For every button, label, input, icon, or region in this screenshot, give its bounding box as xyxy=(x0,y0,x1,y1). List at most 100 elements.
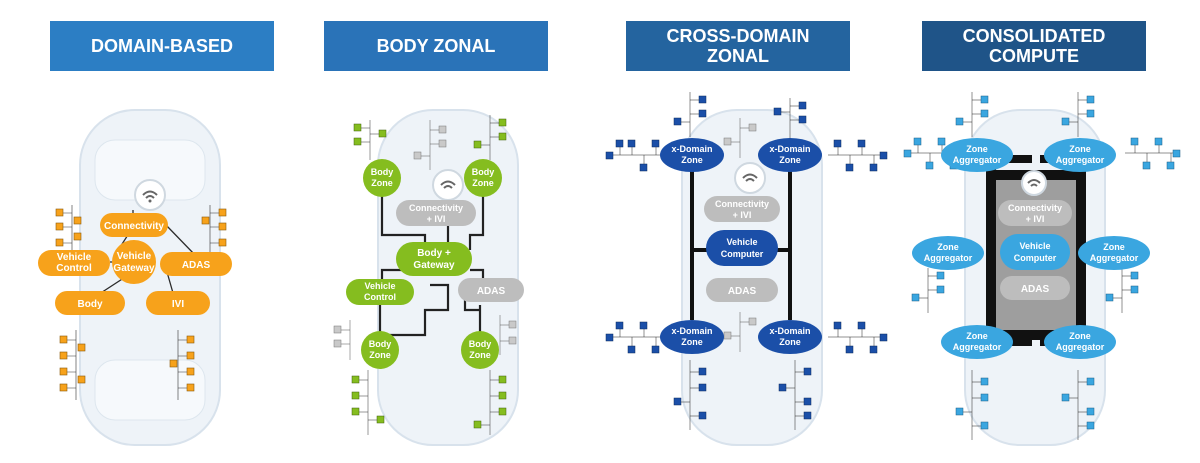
svg-text:Vehicle: Vehicle xyxy=(1019,241,1050,251)
wifi-icon xyxy=(1021,170,1047,196)
node-xdomain-zone-rr: x-Domain Zone xyxy=(758,320,822,354)
svg-text:+ IVI: + IVI xyxy=(427,214,446,224)
svg-text:Computer: Computer xyxy=(1014,253,1057,263)
svg-text:x-Domain: x-Domain xyxy=(769,144,810,154)
node-vehicle-computer: Vehicle Computer xyxy=(706,230,778,266)
node-vehicle-control: Vehicle Control xyxy=(38,250,110,276)
svg-text:Zone: Zone xyxy=(469,350,491,360)
svg-text:Body: Body xyxy=(469,339,492,349)
svg-text:ADAS: ADAS xyxy=(728,286,757,297)
panel-body-zonal: BODY ZONAL xyxy=(300,0,600,463)
diagram-consolidated-compute: Zone Aggregator Zone Aggregator Zone Agg… xyxy=(903,92,1181,446)
svg-text:Connectivity: Connectivity xyxy=(1008,203,1062,213)
node-vehicle-control: Vehicle Control xyxy=(346,279,414,305)
svg-text:Gateway: Gateway xyxy=(413,260,455,271)
car-silhouette xyxy=(79,109,221,446)
panel-title-domain-based: DOMAIN-BASED xyxy=(50,21,274,71)
node-adas: ADAS xyxy=(706,278,778,302)
svg-text:Zone: Zone xyxy=(966,144,988,154)
svg-text:Aggregator: Aggregator xyxy=(953,155,1002,165)
svg-text:Connectivity: Connectivity xyxy=(104,221,164,232)
node-body-zone-fr: Body Zone xyxy=(464,159,502,197)
svg-text:Zone: Zone xyxy=(1069,331,1091,341)
node-body: Body xyxy=(55,291,125,315)
node-xdomain-zone-rl: x-Domain Zone xyxy=(660,320,724,354)
svg-text:Zone: Zone xyxy=(779,155,801,165)
diagram-cross-domain-zonal: x-Domain Zone x-Domain Zone Connectivity… xyxy=(605,92,888,446)
node-adas: ADAS xyxy=(458,278,524,302)
svg-text:Zone: Zone xyxy=(1103,242,1125,252)
svg-text:Connectivity: Connectivity xyxy=(409,203,463,213)
svg-text:Aggregator: Aggregator xyxy=(1056,155,1105,165)
svg-text:Connectivity: Connectivity xyxy=(715,199,769,209)
node-xdomain-zone-fr: x-Domain Zone xyxy=(758,138,822,172)
svg-text:Body: Body xyxy=(371,167,394,177)
node-xdomain-zone-fl: x-Domain Zone xyxy=(660,138,724,172)
svg-text:Zone: Zone xyxy=(369,350,391,360)
svg-text:Zone: Zone xyxy=(371,178,393,188)
node-connectivity-ivi: Connectivity + IVI xyxy=(704,196,780,222)
svg-text:Zone: Zone xyxy=(681,155,703,165)
diagram-body-zonal: Body Zone Body Zone Connectivity + IVI B… xyxy=(333,109,524,446)
node-connectivity-ivi: Connectivity + IVI xyxy=(998,200,1072,226)
svg-text:Zone: Zone xyxy=(966,331,988,341)
svg-text:ADAS: ADAS xyxy=(182,260,211,271)
label-vehicle: Vehicle xyxy=(117,251,152,262)
node-vehicle-gateway: Vehicle Gateway xyxy=(112,240,156,284)
panel-title-body-zonal: BODY ZONAL xyxy=(324,21,548,71)
svg-text:+ IVI: + IVI xyxy=(1026,214,1045,224)
svg-text:Body: Body xyxy=(369,339,392,349)
node-zone-aggregator-ml: Zone Aggregator xyxy=(912,236,984,270)
node-connectivity-ivi: Connectivity + IVI xyxy=(396,200,476,226)
node-zone-aggregator-fl: Zone Aggregator xyxy=(941,138,1013,172)
svg-text:Control: Control xyxy=(56,263,92,274)
panel-title-cross-domain-zonal: CROSS-DOMAIN ZONAL xyxy=(626,21,850,71)
panel-title-consolidated-compute: CONSOLIDATED COMPUTE xyxy=(922,21,1146,71)
svg-text:x-Domain: x-Domain xyxy=(671,144,712,154)
sensor-clusters xyxy=(605,92,888,430)
svg-text:+ IVI: + IVI xyxy=(733,210,752,220)
svg-text:Body: Body xyxy=(78,299,103,310)
svg-text:ADAS: ADAS xyxy=(477,286,506,297)
svg-text:Computer: Computer xyxy=(721,249,764,259)
svg-text:Vehicle: Vehicle xyxy=(57,252,92,263)
svg-text:Zone: Zone xyxy=(937,242,959,252)
svg-text:Control: Control xyxy=(364,292,396,302)
node-body-gateway: Body + Gateway xyxy=(396,242,472,276)
svg-text:Body: Body xyxy=(472,167,495,177)
panel-cross-domain-zonal: CROSS-DOMAIN ZONAL xyxy=(600,0,900,463)
svg-text:IVI: IVI xyxy=(172,299,184,310)
car-silhouette xyxy=(681,109,823,446)
node-vehicle-computer: Vehicle Computer xyxy=(1000,234,1070,270)
gray-sensor-clusters xyxy=(333,120,517,360)
sensor-clusters xyxy=(351,115,507,435)
svg-text:Zone: Zone xyxy=(681,337,703,347)
node-ivi: IVI xyxy=(146,291,210,315)
svg-text:Vehicle: Vehicle xyxy=(726,237,757,247)
node-connectivity: Connectivity xyxy=(100,213,168,237)
svg-text:Body +: Body + xyxy=(417,248,451,259)
panel-domain-based: DOMAIN-BASED xyxy=(0,0,300,463)
node-body-zone-rr: Body Zone xyxy=(461,331,499,369)
svg-text:Vehicle: Vehicle xyxy=(364,281,395,291)
svg-text:Zone: Zone xyxy=(1069,144,1091,154)
node-adas: ADAS xyxy=(160,252,232,276)
svg-text:Aggregator: Aggregator xyxy=(1090,253,1139,263)
panel-consolidated-compute: CONSOLIDATED COMPUTE xyxy=(900,0,1200,463)
svg-text:ADAS: ADAS xyxy=(1021,284,1050,295)
node-zone-aggregator-mr: Zone Aggregator xyxy=(1078,236,1150,270)
svg-text:Aggregator: Aggregator xyxy=(924,253,973,263)
node-adas: ADAS xyxy=(1000,276,1070,300)
node-zone-aggregator-fr: Zone Aggregator xyxy=(1044,138,1116,172)
diagram-domain-based: Connectivity Vehicle Gateway Vehicle Con… xyxy=(38,109,232,446)
svg-text:Zone: Zone xyxy=(472,178,494,188)
svg-text:x-Domain: x-Domain xyxy=(769,326,810,336)
label-gateway: Gateway xyxy=(113,263,155,274)
node-zone-aggregator-rr: Zone Aggregator xyxy=(1044,325,1116,359)
svg-text:Aggregator: Aggregator xyxy=(1056,342,1105,352)
svg-text:Zone: Zone xyxy=(779,337,801,347)
svg-text:Aggregator: Aggregator xyxy=(953,342,1002,352)
node-body-zone-fl: Body Zone xyxy=(363,159,401,197)
gray-sensor-clusters xyxy=(723,118,757,352)
svg-text:x-Domain: x-Domain xyxy=(671,326,712,336)
